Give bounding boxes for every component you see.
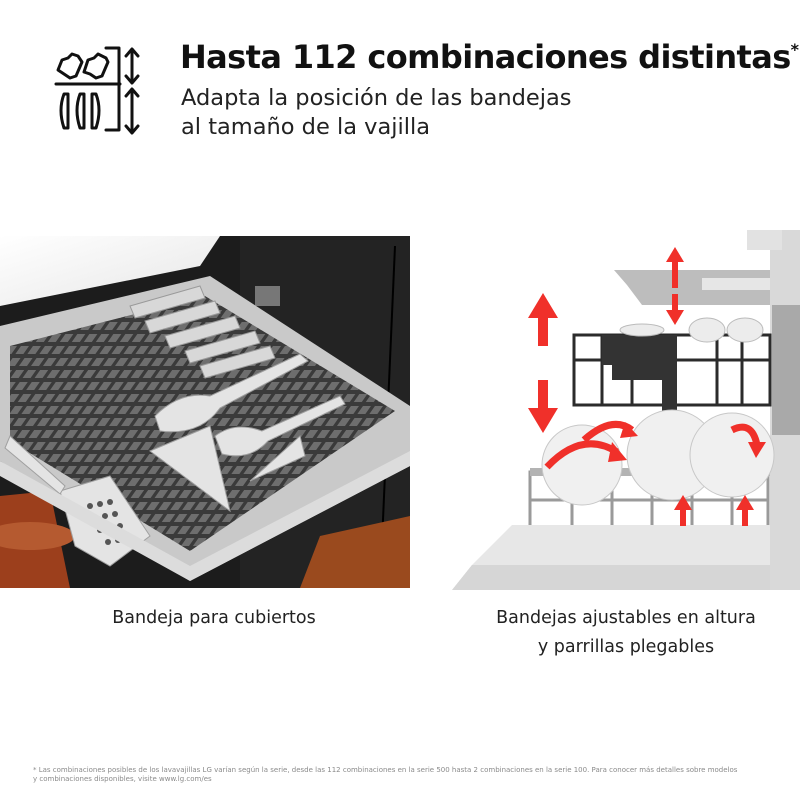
cutlery-tray-photo <box>0 236 410 588</box>
subtitle-line: al tamaño de la vajilla <box>181 114 431 140</box>
footnote: * Las combinaciones posibles de los lava… <box>33 766 783 784</box>
caption-line: y parrillas plegables <box>537 637 715 657</box>
caption-cutlery-tray: Bandeja para cubiertos <box>0 604 428 633</box>
caption-line: Bandeja para cubiertos <box>112 608 316 628</box>
title-asterisk: * <box>790 40 799 59</box>
caption-adjustable-racks: Bandejas ajustables en altura y parrilla… <box>452 604 800 662</box>
adjustable-racks-diagram <box>452 230 800 590</box>
footnote-line: y combinaciones disponibles, visite www.… <box>33 775 212 783</box>
page-subtitle: Adapta la posición de las bandejas al ta… <box>181 84 572 142</box>
caption-line: Bandejas ajustables en altura <box>496 608 756 628</box>
adjustable-racks-icon <box>50 40 140 140</box>
footnote-line: * Las combinaciones posibles de los lava… <box>33 766 738 774</box>
subtitle-line: Adapta la posición de las bandejas <box>181 85 572 111</box>
title-text: Hasta 112 combinaciones distintas <box>180 38 791 76</box>
page-title: Hasta 112 combinaciones distintas* <box>180 38 799 76</box>
